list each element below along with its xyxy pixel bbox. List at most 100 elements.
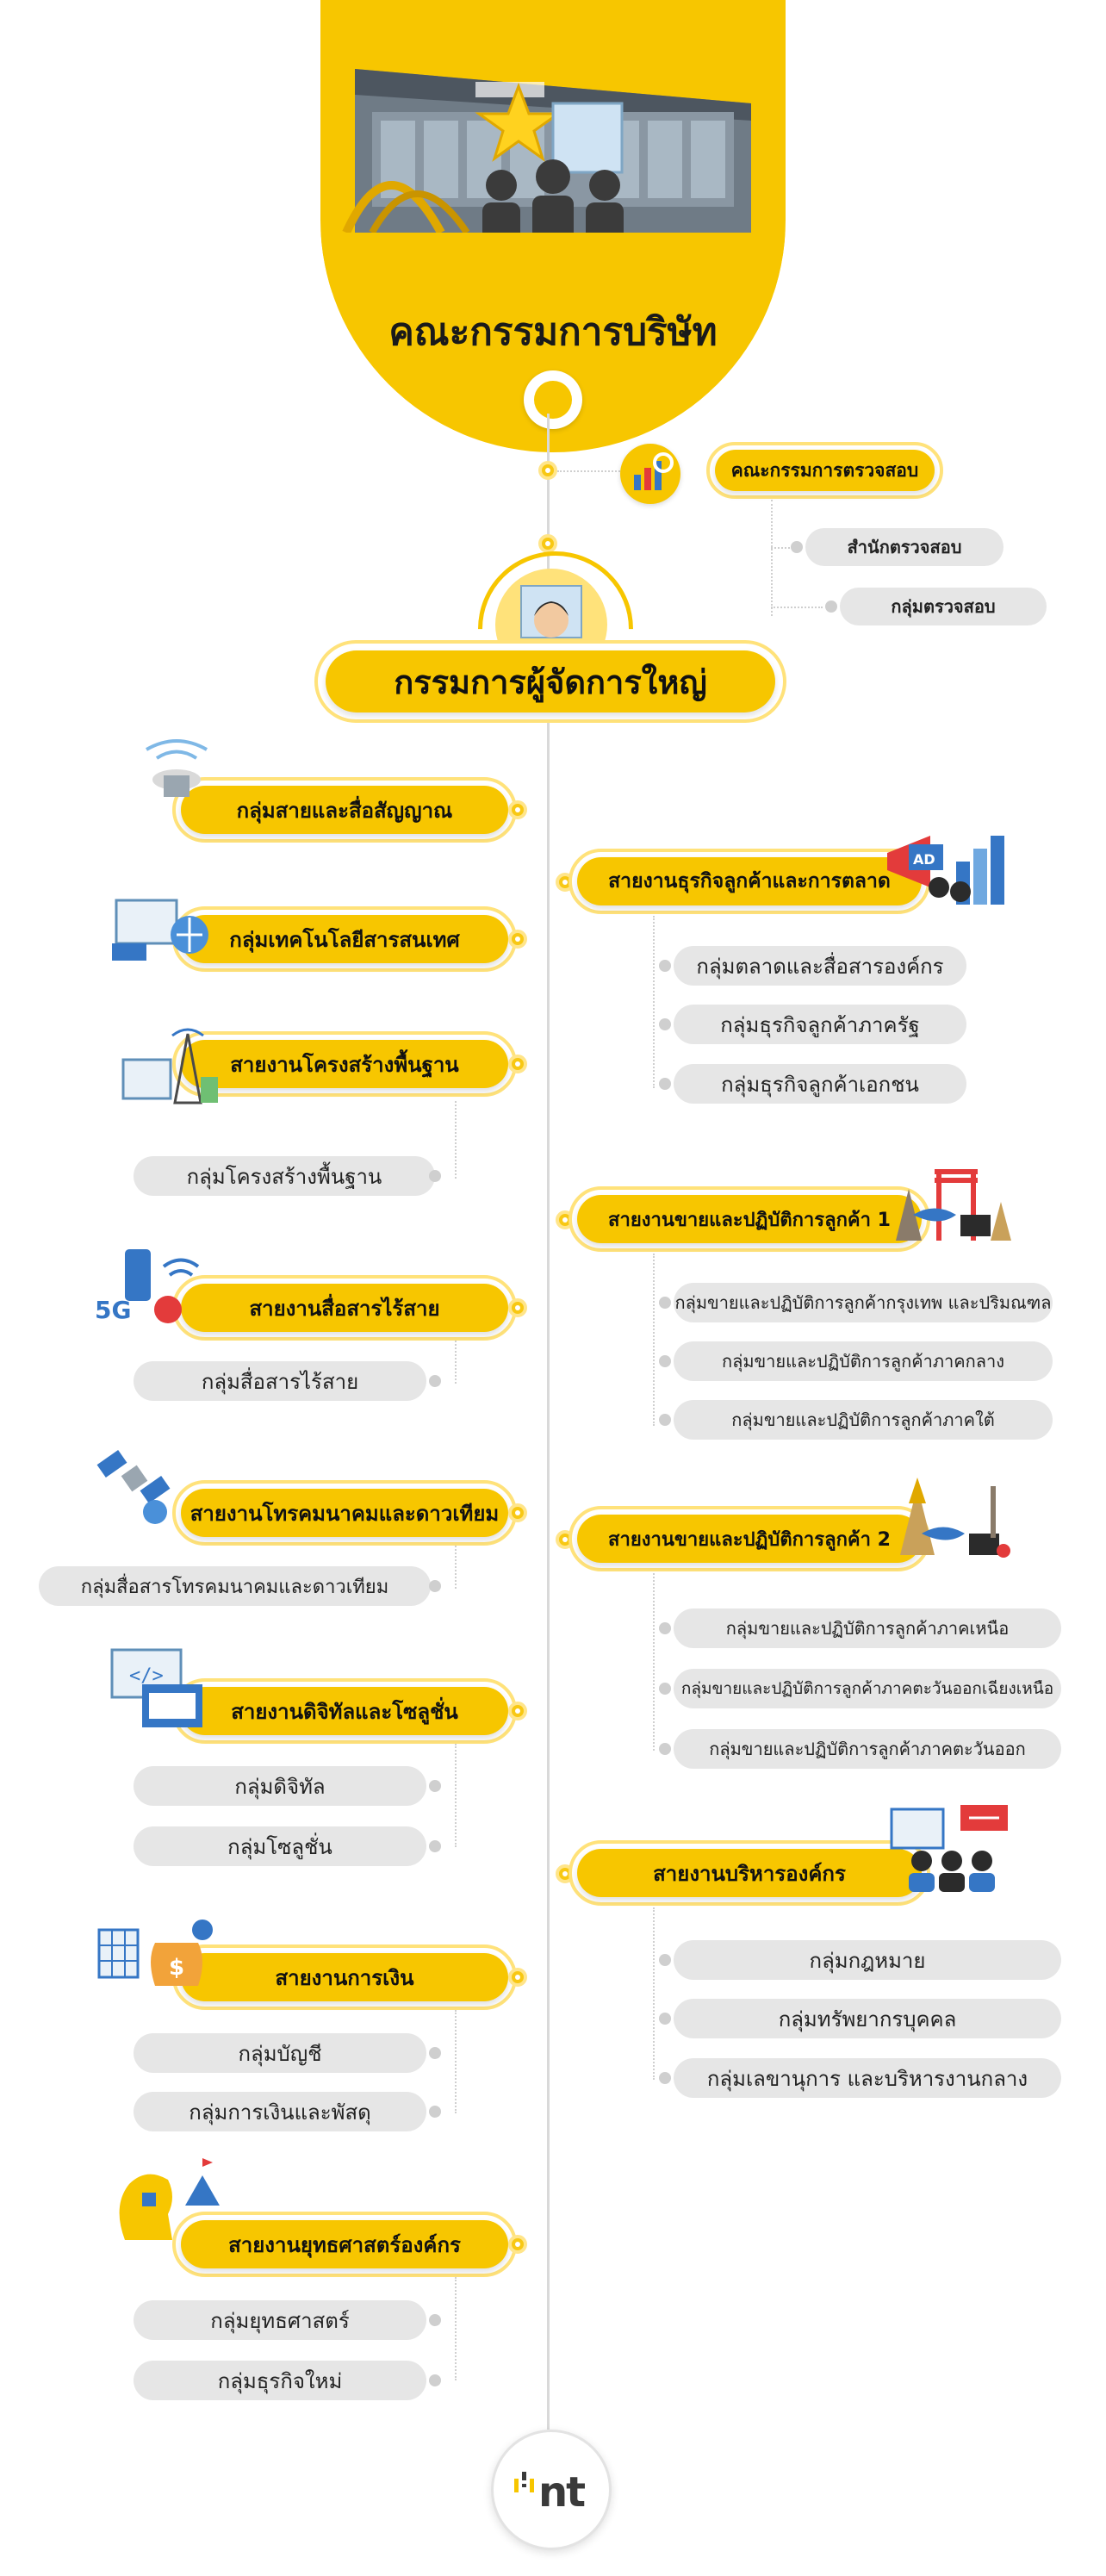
unit-title-infra: สายงานโครงสร้างพื้นฐาน <box>230 1052 459 1077</box>
audit-connector <box>557 470 626 472</box>
group-box: กลุ่มยุทธศาสตร์ <box>134 2300 426 2340</box>
group-node <box>659 1683 671 1695</box>
group-line <box>653 916 655 1088</box>
group-label: กลุ่มธุรกิจลูกค้าภาครัฐ <box>720 1012 920 1037</box>
group-node <box>659 1954 671 1966</box>
group-box: กลุ่มสื่อสารไร้สาย <box>134 1361 426 1401</box>
group-box: กลุ่มโครงสร้างพื้นฐาน <box>134 1156 435 1196</box>
board-title: คณะกรรมการบริษัท <box>388 310 718 354</box>
group-box: กลุ่มทรัพยากรบุคคล <box>674 1999 1061 2038</box>
group-node <box>659 960 671 972</box>
handshake-temple-icon <box>900 1478 1010 1558</box>
group-label: กลุ่มขายและปฏิบัติการลูกค้ากรุงเทพ และปร… <box>674 1292 1052 1313</box>
group-line <box>653 1254 655 1426</box>
unit-title-it: กลุ่มเทคโนโลยีสารสนเทศ <box>229 927 460 952</box>
group-node <box>429 2106 441 2118</box>
group-node <box>659 1622 671 1634</box>
group-box: กลุ่มขายและปฏิบัติการลูกค้าภาคใต้ <box>674 1400 1053 1440</box>
group-box: กลุ่มธุรกิจลูกค้าเอกชน <box>674 1064 966 1104</box>
money-bag-icon: $ <box>97 1920 213 1986</box>
unit-box-cable: กลุ่มสายและสื่อสัญญาณ <box>181 786 508 834</box>
group-box: กลุ่มกฎหมาย <box>674 1940 1061 1980</box>
group-node <box>429 1780 441 1792</box>
group-line <box>455 2277 457 2380</box>
group-node <box>659 1414 671 1426</box>
group-line <box>653 1907 655 2080</box>
group-box: กลุ่มโซลูชั่น <box>134 1826 426 1866</box>
group-label: กลุ่มกฎหมาย <box>809 1948 926 1973</box>
team-meeting-icon <box>890 1805 1008 1892</box>
globe-monitor-icon <box>112 899 208 961</box>
unit-box-finance: สายงานการเงิน <box>181 1953 508 2001</box>
group-line <box>455 1546 457 1589</box>
audit-committee-box: คณะกรรมการตรวจสอบ <box>715 450 935 491</box>
group-box: กลุ่มเลขานุการ และบริหารงานกลาง <box>674 2058 1061 2098</box>
group-label: กลุ่มทรัพยากรบุคคล <box>778 2007 957 2032</box>
group-node <box>429 1580 441 1592</box>
unit-box-sales2: สายงานขายและปฏิบัติการลูกค้า 2 <box>577 1515 922 1563</box>
unit-title-digital: สายงานดิจิทัลและโซลูชั่น <box>231 1699 458 1724</box>
unit-title-telecom: สายงานโทรคมนาคมและดาวเทียม <box>190 1501 500 1526</box>
group-label: กลุ่มขายและปฏิบัติการลูกค้าภาคกลาง <box>721 1351 1005 1372</box>
unit-title-wireless: สายงานสื่อสารไร้สาย <box>249 1296 440 1321</box>
unit-title-admin: สายงานบริหารองค์กร <box>653 1861 846 1886</box>
audit-group-box: กลุ่มตรวจสอบ <box>840 588 1047 625</box>
ceo-box: กรรมการผู้จัดการใหญ่ <box>326 650 775 712</box>
audit-line <box>771 500 773 616</box>
group-label: กลุ่มการเงินและพัสดุ <box>189 2100 371 2125</box>
group-box: กลุ่มบัญชี <box>134 2033 426 2073</box>
audit-line <box>771 607 823 608</box>
svg-text:AD: AD <box>913 851 935 868</box>
unit-title-finance: สายงานการเงิน <box>275 1965 414 1990</box>
spine-dot <box>538 461 557 480</box>
group-box: กลุ่มขายและปฏิบัติการลูกค้ากรุงเทพ และปร… <box>674 1283 1053 1322</box>
audit-chart-icon <box>620 444 680 504</box>
unit-box-strategy: สายงานยุทธศาสตร์องค์กร <box>181 2220 508 2268</box>
unit-connector-dot <box>508 2235 527 2254</box>
audit-node <box>791 541 803 553</box>
satellite-icon <box>96 1450 171 1524</box>
group-box: กลุ่มขายและปฏิบัติการลูกค้าภาคเหนือ <box>674 1608 1061 1648</box>
audit-office-label: สำนักตรวจสอบ <box>847 537 962 557</box>
mobile-wifi-icon: 5G <box>95 1249 200 1324</box>
nt-logo: nt <box>491 2430 612 2550</box>
nt-logo-bars-icon <box>514 2472 534 2492</box>
unit-box-admin: สายงานบริหารองค์กร <box>577 1849 922 1897</box>
group-line <box>455 1101 457 1179</box>
unit-connector-dot <box>508 1055 527 1073</box>
group-label: กลุ่มยุทธศาสตร์ <box>210 2308 350 2333</box>
group-node <box>429 2314 441 2326</box>
nt-logo-text: nt <box>538 2468 586 2517</box>
group-line <box>455 2010 457 2113</box>
group-node <box>429 1170 441 1182</box>
group-label: กลุ่มขายและปฏิบัติการลูกค้าภาคตะวันออก <box>709 1739 1026 1759</box>
code-window-icon: </> <box>110 1648 202 1727</box>
group-label: กลุ่มธุรกิจลูกค้าเอกชน <box>721 1072 919 1097</box>
satellite-dish-icon <box>146 739 208 797</box>
unit-connector-dot <box>508 1968 527 1987</box>
unit-box-telecom: สายงานโทรคมนาคมและดาวเทียม <box>181 1489 508 1537</box>
group-label: กลุ่มขายและปฏิบัติการลูกค้าภาคใต้ <box>731 1409 995 1430</box>
unit-box-marketing: สายงานธุรกิจลูกค้าและการตลาด <box>577 857 922 905</box>
unit-box-infra: สายงานโครงสร้างพื้นฐาน <box>181 1040 508 1088</box>
group-label: กลุ่มสื่อสารไร้สาย <box>201 1369 359 1394</box>
unit-connector-dot <box>508 1503 527 1522</box>
group-node <box>659 2013 671 2025</box>
unit-title-sales2: สายงานขายและปฏิบัติการลูกค้า 2 <box>608 1528 891 1551</box>
board-header: คณะกรรมการบริษัท <box>320 0 786 452</box>
group-box: กลุ่มธุรกิจใหม่ <box>134 2361 426 2400</box>
unit-title-sales1: สายงานขายและปฏิบัติการลูกค้า 1 <box>608 1209 891 1231</box>
unit-connector-dot <box>508 1702 527 1720</box>
group-line <box>653 1573 655 1751</box>
group-node <box>659 1355 671 1367</box>
strategy-head-icon <box>119 2158 220 2240</box>
group-box: กลุ่มธุรกิจลูกค้าภาครัฐ <box>674 1005 966 1044</box>
group-label: กลุ่มขายและปฏิบัติการลูกค้าภาคตะวันออกเฉ… <box>680 1679 1054 1698</box>
group-label: กลุ่มดิจิทัล <box>234 1774 326 1799</box>
audit-line <box>771 547 797 549</box>
svg-text:5G: 5G <box>95 1296 131 1324</box>
handshake-landmark-icon <box>896 1169 1011 1241</box>
unit-title-cable: กลุ่มสายและสื่อสัญญาณ <box>236 798 453 823</box>
group-line <box>455 1744 457 1847</box>
unit-connector-dot <box>508 1298 527 1317</box>
